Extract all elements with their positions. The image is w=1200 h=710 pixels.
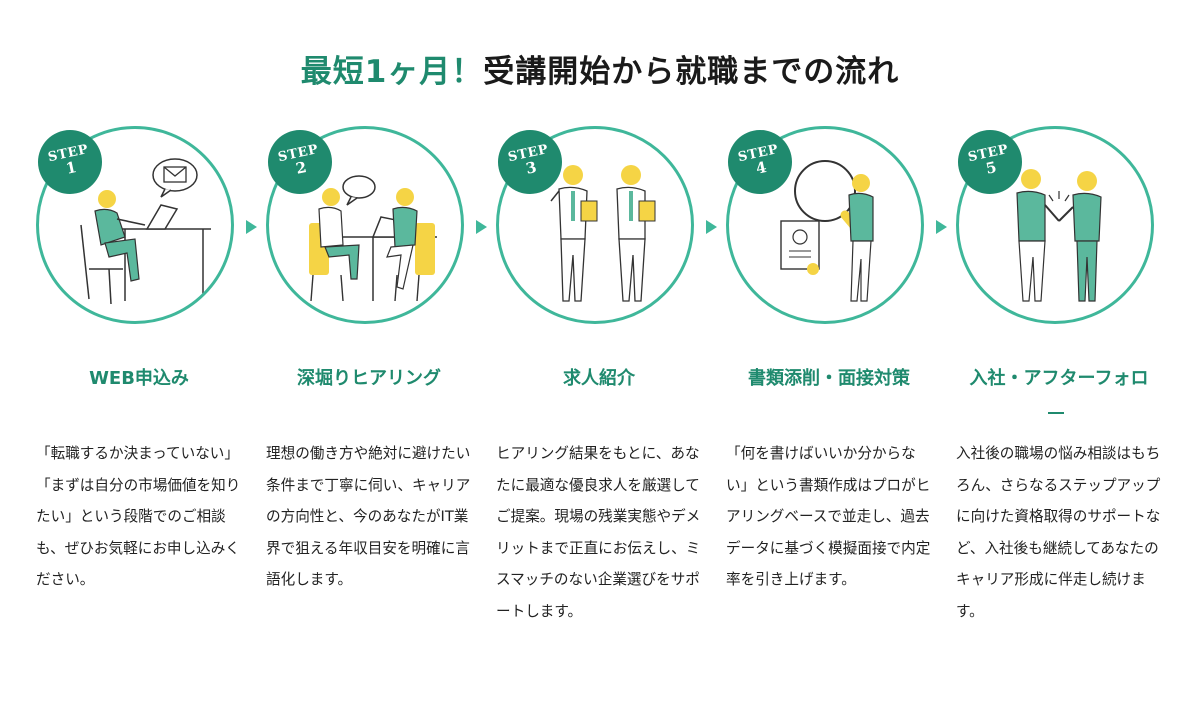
web-application-illustration	[80, 158, 211, 305]
arrow-right-icon	[706, 220, 717, 234]
step-5-title: 入社・アフターフォロ	[969, 368, 1149, 389]
step-1-illustration	[36, 126, 234, 324]
step-3-title: 求人紹介	[563, 368, 635, 389]
hearing-meeting-illustration	[309, 175, 437, 302]
document-review-illustration	[780, 160, 874, 302]
step-3-description: ヒアリング結果をもとに、あなたに最適な優良求人を厳選してご提案。現場の残業実態や…	[496, 445, 701, 620]
badge-step-number: 3	[524, 157, 539, 178]
step-1-title: WEB申込み	[89, 368, 189, 389]
step-1-description: 「転職するか決まっていない」「まずは自分の市場価値を知りたい」という段階でのご相…	[36, 445, 241, 588]
step-4-title: 書類添削・面接対策	[748, 368, 910, 389]
step-5-description: 入社後の職場の悩み相談はもちろん、さらなるステップアップに向けた資格取得のサポー…	[956, 445, 1161, 620]
step-2-title: 深堀りヒアリング	[297, 368, 441, 389]
handshake-illustration	[1016, 169, 1102, 302]
badge-step-number: 1	[64, 157, 79, 178]
job-introduction-illustration	[550, 165, 656, 302]
page-title: 最短1ヶ月！受講開始から就職までの流れ	[0, 46, 1200, 91]
title-accent: 最短1ヶ月！	[300, 54, 484, 90]
step-4-description: 「何を書けばいいか分からない」という書類作成はプロがヒアリングベースで並走し、過…	[726, 445, 931, 588]
badge-step-number: 5	[984, 157, 999, 178]
title-rest: 受講開始から就職までの流れ	[483, 54, 900, 90]
badge-step-number: 4	[754, 157, 769, 178]
arrow-right-icon	[936, 220, 947, 234]
step-5-illustration	[956, 126, 1154, 324]
title-continuation-dash	[1048, 412, 1064, 414]
badge-step-number: 2	[294, 157, 309, 178]
step-2-description: 理想の働き方や絶対に避けたい条件まで丁寧に伺い、キャリアの方向性と、今のあなたが…	[266, 445, 471, 588]
arrow-right-icon	[246, 220, 257, 234]
arrow-right-icon	[476, 220, 487, 234]
